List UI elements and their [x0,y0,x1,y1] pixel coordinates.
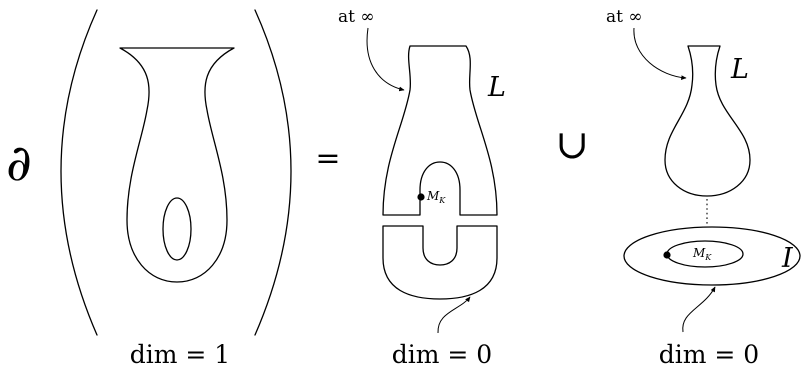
left-parenthesis [60,9,98,336]
right-ring-outer [623,226,801,286]
right-dim-arrow [682,286,716,333]
right-marker-label: MK [692,246,712,262]
middle-dim-label: dim = 0 [392,340,492,368]
right-dim-label: dim = 0 [659,340,759,368]
left-dim-label: dim = 1 [130,340,230,368]
vase-shape-left [119,47,235,283]
middle-L-label: L [487,72,506,103]
right-infinity-arrow [633,27,687,81]
right-L-label: L [730,54,749,85]
right-vase-shape [664,45,751,197]
boundary-symbol: ∂ [6,134,32,192]
middle-upper-shape [382,45,498,216]
middle-dim-arrow [437,296,471,334]
right-I-label: I [781,243,794,274]
middle-marker-label: MK [426,189,446,205]
right-parenthesis [254,9,292,336]
vase-hole [162,197,192,261]
middle-infinity-arrow [366,27,405,92]
equals-symbol: = [315,141,340,176]
middle-lower-shape [382,225,498,300]
right-marker-dot [663,251,671,259]
union-symbol: ∪ [555,122,589,168]
middle-marker-dot [417,193,425,201]
middle-infinity-label: at ∞ [338,7,375,27]
right-infinity-label: at ∞ [606,7,643,27]
